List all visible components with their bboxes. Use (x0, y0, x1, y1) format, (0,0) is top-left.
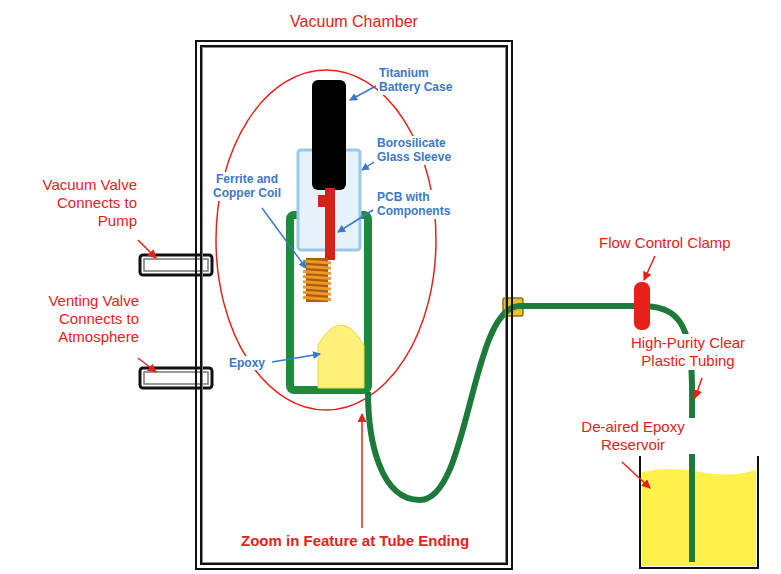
epoxy-in-reservoir (642, 469, 756, 566)
chamber-heading: Vacuum Chamber (202, 13, 506, 31)
part-label: Titanium Battery Case (378, 66, 472, 95)
callout-label: Zoom in Feature at Tube Ending (240, 532, 470, 550)
epoxy-fill (318, 325, 364, 388)
part-label: PCB with Components (376, 190, 470, 219)
part-label: Borosilicate Glass Sleeve (376, 136, 470, 165)
tube-end (689, 470, 695, 562)
vacuum-chamber: Vacuum Chamber (195, 40, 513, 570)
valve-label: Vacuum Valve Connects to Pump (30, 176, 138, 230)
ferrite-core (306, 258, 328, 302)
valve-label: Venting Valve Connects to Atmosphere (6, 292, 140, 346)
leader-lines-red (138, 240, 702, 528)
reservoir-beaker (640, 456, 758, 568)
part-label: Ferrite and Copper Coil (203, 172, 291, 201)
leader-lines-blue (262, 86, 376, 362)
zoom-ellipse (216, 70, 436, 410)
flow-control-clamp (634, 282, 650, 330)
part-label: Epoxy (228, 356, 266, 370)
pcb (325, 188, 335, 260)
pcb-component (318, 195, 326, 207)
tubing-label: High-Purity Clear Plastic Tubing (612, 334, 764, 370)
battery-case (312, 80, 346, 190)
copper-coil (303, 261, 331, 299)
clamp-label: Flow Control Clamp (598, 234, 732, 252)
reservoir-label: De-aired Epoxy Reservoir (570, 418, 696, 454)
